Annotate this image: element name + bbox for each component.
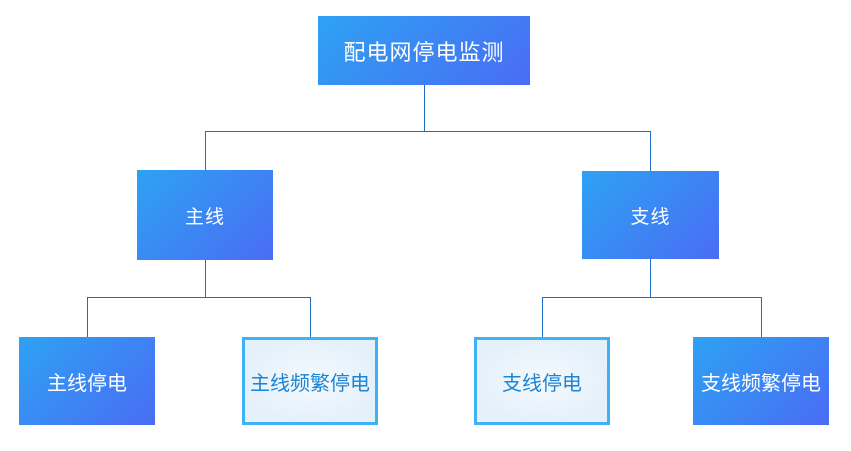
main-line-node-label: 主线	[184, 206, 225, 228]
root-node[interactable]: 配电网停电监测	[318, 16, 530, 85]
branch-line-node-label: 支线	[630, 206, 671, 228]
connector-to-branch-frequent-outage	[761, 297, 762, 337]
branch-frequent-outage-node[interactable]: 支线频繁停电	[693, 337, 829, 425]
branch-outage-node[interactable]: 支线停电	[474, 337, 610, 425]
connector-branch-line-drop	[650, 259, 651, 297]
main-frequent-outage-node-label: 主线频繁停电	[250, 372, 370, 395]
main-frequent-outage-node[interactable]: 主线频繁停电	[242, 337, 378, 425]
main-line-node[interactable]: 主线	[137, 170, 273, 260]
branch-frequent-outage-node-label: 支线频繁停电	[701, 372, 821, 395]
main-outage-node-label: 主线停电	[47, 372, 127, 395]
connector-branch-children-horizontal	[542, 297, 762, 298]
branch-line-node[interactable]: 支线	[582, 171, 719, 259]
connector-to-branch-line	[650, 131, 651, 171]
root-node-label: 配电网停电监测	[343, 39, 505, 65]
connector-root-drop	[424, 85, 425, 131]
branch-outage-node-label: 支线停电	[502, 372, 582, 395]
connector-level1-horizontal	[205, 131, 651, 132]
main-outage-node[interactable]: 主线停电	[19, 337, 155, 425]
connector-to-main-frequent-outage	[310, 297, 311, 337]
connector-to-main-outage	[87, 297, 88, 337]
connector-to-branch-outage	[542, 297, 543, 337]
connector-main-children-horizontal	[87, 297, 311, 298]
connector-to-main-line	[205, 131, 206, 170]
connector-main-line-drop	[205, 260, 206, 297]
